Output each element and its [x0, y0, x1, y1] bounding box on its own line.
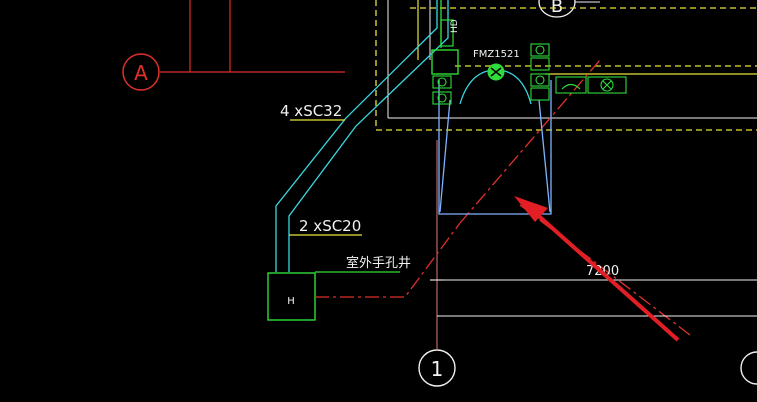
- wall-lines: [375, 0, 757, 131]
- grid-axis-1: 1: [418, 140, 757, 387]
- grid-axis-a-label: A: [134, 61, 148, 85]
- cable-label-lower: 2 xSC20: [299, 217, 361, 235]
- left-device-stack: [432, 75, 452, 105]
- grid-axis-b: B: [538, 0, 600, 18]
- fire-alarm-device: FMZ1521: [473, 49, 520, 81]
- cable-labels: 4 xSC32 2 xSC20: [280, 102, 362, 236]
- device-code-label: FMZ1521: [473, 49, 520, 60]
- grid-axis-b-label: B: [551, 0, 563, 17]
- device-symbols-right: [555, 76, 627, 94]
- red-pipes: [189, 0, 231, 72]
- door-enclosure: [438, 69, 552, 215]
- grid-axis-1-label: 1: [431, 357, 444, 381]
- right-device-stack: [530, 43, 550, 101]
- panel-hd: HD: [431, 19, 460, 75]
- handhole-label: 室外手孔井: [346, 255, 411, 271]
- panel-hd-label: HD: [450, 19, 460, 33]
- handhole-box-label: H: [287, 296, 295, 307]
- handhole-box: H: [267, 272, 316, 321]
- pointer-arrow: [514, 196, 680, 342]
- dash-dot-line: [315, 59, 691, 336]
- dimension-lines: [430, 279, 757, 317]
- cable-label-upper: 4 xSC32: [280, 102, 342, 120]
- grid-axis-a: A: [122, 53, 345, 91]
